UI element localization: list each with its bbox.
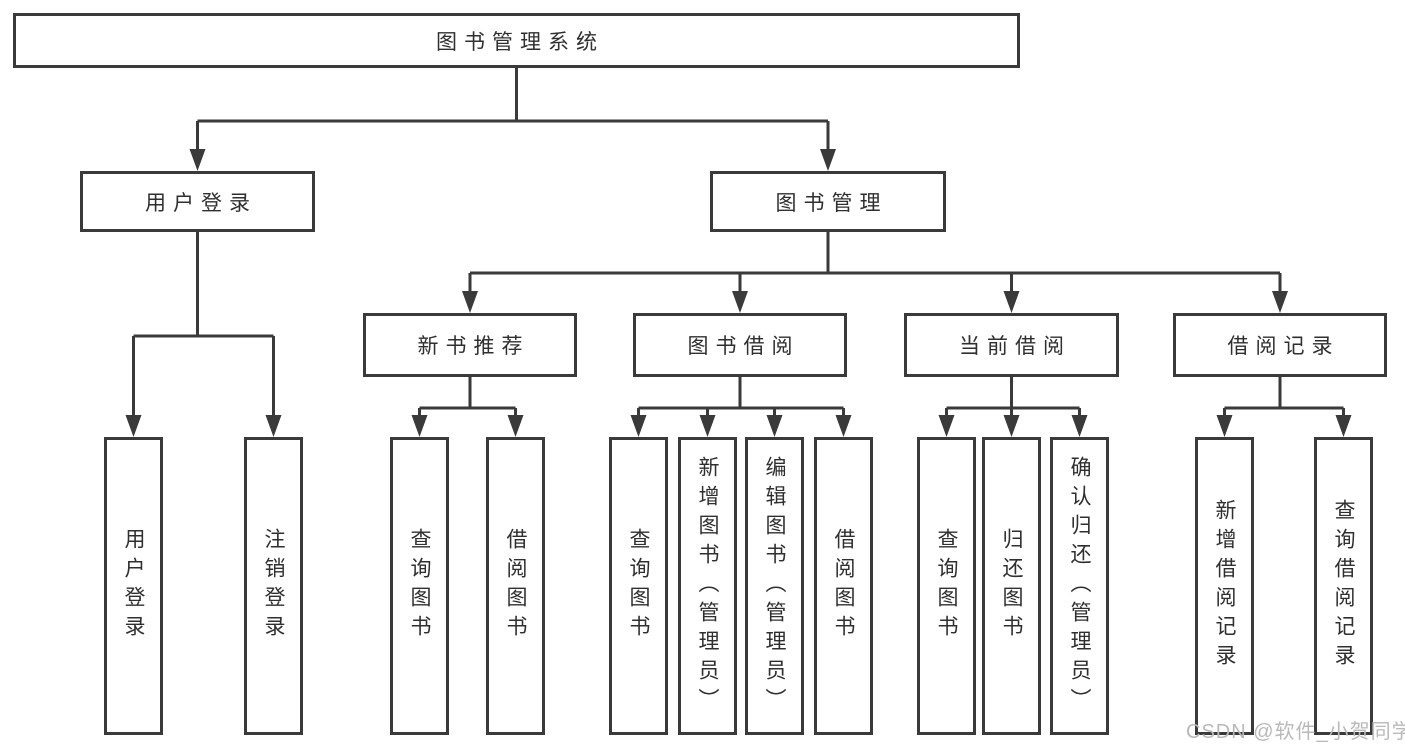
connector-borrow-record-children xyxy=(1216,377,1352,437)
connector-book-borrow-children xyxy=(630,377,852,437)
connector-book-management-groups xyxy=(462,232,1288,313)
connector-root-to-level2 xyxy=(189,68,836,171)
node-leaf-add-books-admin: 新增图书（管理员） xyxy=(678,437,737,735)
node-borrow-record: 借阅记录 xyxy=(1173,313,1387,377)
node-leaf-edit-books-admin: 编辑图书（管理员） xyxy=(745,437,804,735)
node-leaf-confirm-return-admin: 确认归还（管理员） xyxy=(1050,437,1109,735)
node-leaf-recommend-borrow-books: 借阅图书 xyxy=(486,437,545,735)
node-new-book-recommend: 新书推荐 xyxy=(363,313,577,377)
node-leaf-return-books: 归还图书 xyxy=(982,437,1041,735)
connector-current-borrow-children xyxy=(938,377,1088,437)
node-leaf-borrow-books: 借阅图书 xyxy=(814,437,873,735)
node-leaf-query-borrow-record: 查询借阅记录 xyxy=(1314,437,1373,735)
node-leaf-borrow-query-books: 查询图书 xyxy=(609,437,668,735)
node-root: 图书管理系统 xyxy=(13,13,1020,68)
csdn-watermark: CSDN @软件_小贺同学 xyxy=(1186,721,1405,743)
node-leaf-user-login: 用户登录 xyxy=(104,437,163,735)
node-current-borrow: 当前借阅 xyxy=(904,313,1119,377)
node-user-login: 用户登录 xyxy=(80,171,315,232)
node-leaf-add-borrow-record: 新增借阅记录 xyxy=(1195,437,1254,735)
node-book-borrow: 图书借阅 xyxy=(633,313,847,377)
node-leaf-recommend-query-books: 查询图书 xyxy=(390,437,449,735)
node-book-management: 图书管理 xyxy=(710,171,946,232)
node-leaf-current-query-books: 查询图书 xyxy=(917,437,976,735)
connector-new-book-recommend-children xyxy=(411,377,524,437)
node-leaf-logout: 注销登录 xyxy=(244,437,303,735)
connector-user-login-children xyxy=(125,232,282,437)
